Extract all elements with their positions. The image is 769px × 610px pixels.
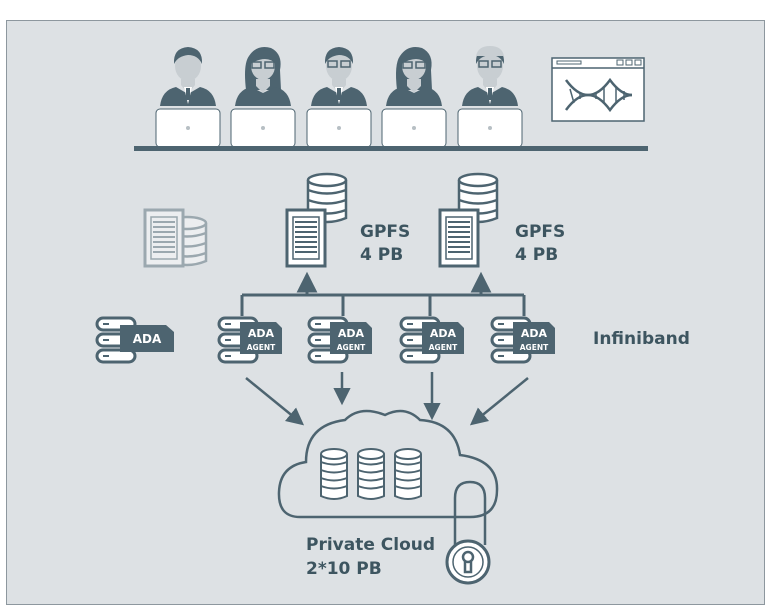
gpfs-left-storage-icon (285, 172, 348, 268)
desk-line (134, 146, 648, 151)
ada-label: ADA (133, 332, 162, 346)
gpfs-right-name: GPFS (515, 222, 566, 242)
gpfs-left-name: GPFS (360, 222, 411, 242)
agent-sub: AGENT (337, 343, 366, 352)
infiniband-label: Infiniband (593, 329, 690, 349)
ada-agent-server-4: ADA AGENT (490, 316, 555, 364)
man-glasses-user-icon (311, 47, 367, 106)
cloud-capacity: 2*10 PB (306, 559, 382, 579)
ada-agent-server-3: ADA AGENT (399, 316, 464, 364)
woman-user-icon (385, 46, 443, 107)
laptop-icon (155, 108, 221, 148)
agent-title: ADA (248, 327, 275, 340)
agent-sub: AGENT (520, 343, 549, 352)
cloud-arrows (245, 372, 529, 426)
man-user-icon (160, 47, 216, 106)
older-man-user-icon (462, 46, 518, 106)
cloud-icon (277, 409, 499, 519)
agent-sub: AGENT (247, 343, 276, 352)
gpfs-left-capacity: 4 PB (360, 245, 404, 265)
dna-browser-window-icon (551, 57, 645, 122)
gpfs-right-capacity: 4 PB (515, 245, 559, 265)
agent-title: ADA (338, 327, 365, 340)
agent-title: ADA (521, 327, 548, 340)
laptop-icon (230, 108, 296, 148)
gpfs-right-storage-icon (438, 172, 499, 268)
faded-storage-icon (143, 208, 208, 268)
woman-user-icon (234, 46, 292, 107)
cloud-name: Private Cloud (306, 535, 436, 555)
ada-agent-server-2: ADA AGENT (307, 316, 372, 364)
ada-server-icon: ADA (95, 316, 174, 364)
ada-agent-server-1: ADA AGENT (217, 316, 282, 364)
infiniband-bus (240, 271, 526, 316)
agent-sub: AGENT (429, 343, 458, 352)
laptop-icon (306, 108, 372, 148)
laptop-icon (457, 108, 523, 148)
laptop-icon (381, 108, 447, 148)
agent-title: ADA (430, 327, 457, 340)
users-row (134, 46, 648, 151)
padlock-icon (445, 480, 491, 585)
